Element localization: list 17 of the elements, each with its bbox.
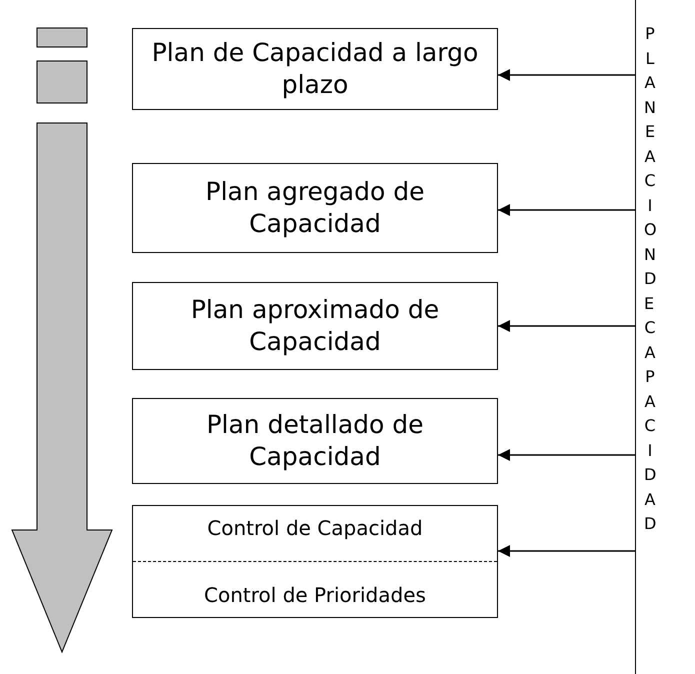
process-box [132,398,498,484]
box-text: Plan aproximado de Capacidad [190,294,440,358]
process-box [132,163,498,253]
box-text: Plan detallado de Capacidad [205,408,425,473]
vertical-text: PLANEACION DE CAPACIDAD [644,23,656,535]
arrow [498,204,635,216]
process-box [132,28,498,110]
arrow [498,69,635,81]
box-text: Control de Capacidad [207,516,423,540]
arrow [498,449,635,461]
arrow [498,320,635,332]
arrow [498,545,635,557]
box-text: Control de Prioridades [204,582,426,607]
box-text: Plan agregado de Capacidad [204,176,426,240]
process-box [132,505,498,618]
box-text: Plan de Capacidad a largo plazo [150,36,480,101]
process-box [132,282,498,370]
